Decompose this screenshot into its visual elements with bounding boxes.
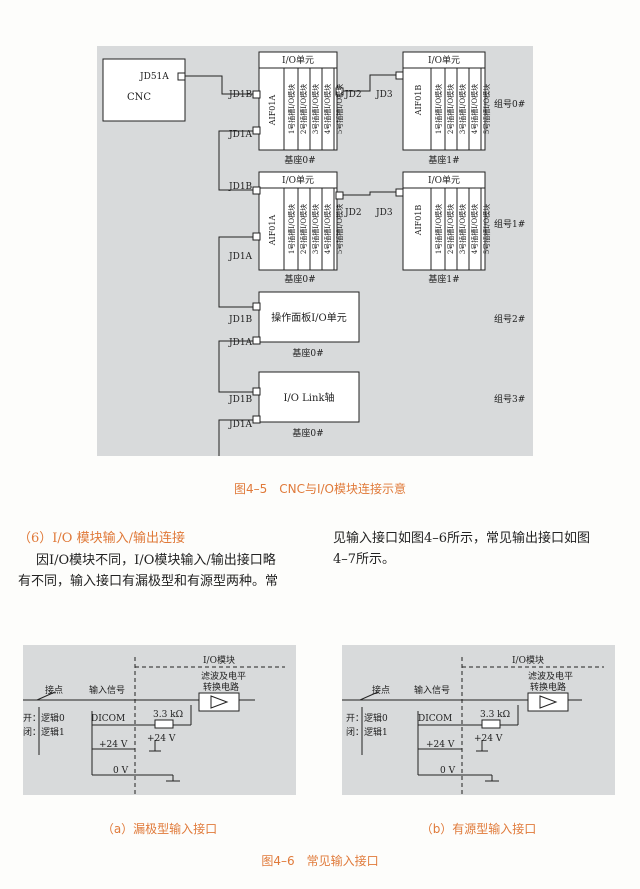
contact-label-b: 接点: [372, 684, 390, 696]
slot-4-g1b: 4号插槽I/O模块: [470, 204, 479, 254]
group-label-3: 组号3#: [494, 393, 525, 405]
figure-4-6b-caption: （b）有源型输入接口: [420, 822, 537, 836]
slot-2-g0b: 2号插槽I/O模块: [446, 84, 455, 134]
jd1a-label-g1: JD1A: [228, 252, 253, 262]
group-label-0: 组号0#: [494, 98, 525, 110]
aif01a-label-g1: AIF01A: [268, 215, 277, 247]
close-logic-b: 闭：逻辑1: [346, 726, 388, 738]
slot-3-g0b: 3号插槽I/O模块: [458, 84, 467, 134]
v0-label-a: 0 V: [113, 766, 129, 776]
slot-1-g1a: 1号插槽I/O模块: [287, 204, 296, 254]
jd1b-label-g1: JD1B: [228, 182, 253, 192]
io-unit-title-1b: I/O单元: [428, 174, 460, 186]
io-unit-title-1a: I/O单元: [282, 174, 314, 186]
group-label-1: 组号1#: [494, 218, 525, 230]
slot-2-g1a: 2号插槽I/O模块: [299, 204, 308, 254]
jd3-label-g0: JD3: [375, 90, 393, 100]
slot-5-g1b: 5号插槽I/O模块: [482, 204, 491, 254]
operator-panel-label: 操作面板I/O单元: [271, 311, 347, 324]
io-module-label-b: I/O模块: [512, 654, 544, 666]
v24-top-label-a: +24 V: [147, 734, 176, 744]
slot-2-g1b: 2号插槽I/O模块: [446, 204, 455, 254]
jd1b-label-g2: JD1B: [228, 315, 253, 325]
input-signal-label-a: 输入信号: [89, 684, 125, 696]
jd1b-label-g3: JD1B: [228, 395, 253, 405]
base-label-0-g1: 基座0#: [284, 273, 315, 285]
dicom-label-b: DICOM: [418, 714, 452, 724]
jd3-label-g1: JD3: [375, 208, 393, 218]
base-label-1-g0: 基座1#: [428, 154, 459, 166]
open-logic-a: 开：逻辑0: [23, 712, 65, 724]
cnc-label: CNC: [127, 92, 151, 103]
filter-line2-b: 转换电路: [530, 681, 566, 693]
section-heading: （6）I/O 模块输入/输出连接: [18, 531, 185, 546]
right-paragraph-line2: 4–7所示。: [333, 552, 396, 567]
slot-4-g0b: 4号插槽I/O模块: [470, 84, 479, 134]
resistor-label-a: 3.3 kΩ: [153, 710, 183, 720]
slot-5-g1a: 5号插槽I/O模块: [335, 204, 344, 254]
aif01a-label-g0: AIF01A: [268, 95, 277, 127]
v0-label-b: 0 V: [440, 766, 456, 776]
v24-top-label-b: +24 V: [474, 734, 503, 744]
slot-1-g0a: 1号插槽I/O模块: [287, 84, 296, 134]
figure-4-6b-circuit: I/O模块 滤波及电平 转换电路 接点 输入信号 开：逻辑0 闭：逻辑1 DIC…: [342, 654, 604, 795]
v24-label-a: +24 V: [99, 740, 128, 750]
open-logic-b: 开：逻辑0: [346, 712, 388, 724]
left-paragraph-line2: 有不同，输入接口有漏极型和有源型两种。常: [18, 574, 279, 589]
jd51a-label: JD51A: [139, 72, 169, 82]
slot-3-g1a: 3号插槽I/O模块: [311, 204, 320, 254]
jd1a-label-g0: JD1A: [228, 130, 253, 140]
io-module-label-a: I/O模块: [203, 654, 235, 666]
aif01b-label-g1: AIF01B: [414, 205, 423, 237]
input-signal-label-b: 输入信号: [414, 684, 450, 696]
filter-line1-b: 滤波及电平: [528, 670, 573, 682]
figure-4-6b-panel: [342, 645, 615, 795]
right-paragraph-line1: 见输入接口如图4–6所示，常见输出接口如图: [333, 531, 591, 546]
resistor-label-b: 3.3 kΩ: [480, 710, 510, 720]
figure-4-5-diagram: CNC JD51A I/O单元 I/O单元 I/O单元 I/O单元 JD1B J…: [102, 51, 525, 456]
iolink-axis-label: I/O Link轴: [283, 391, 334, 404]
slot-1-g0b: 1号插槽I/O模块: [434, 84, 443, 134]
base-label-0-g3: 基座0#: [292, 427, 323, 439]
left-paragraph-line1: 因I/O模块不同，I/O模块输入/输出接口略: [36, 553, 276, 568]
jd2-label-g0: JD2: [344, 90, 362, 100]
base-label-0-g0: 基座0#: [284, 154, 315, 166]
slot-5-g0b: 5号插槽I/O模块: [482, 84, 491, 134]
v24-label-b: +24 V: [426, 740, 455, 750]
contact-label-a: 接点: [45, 684, 63, 696]
base-label-0-g2: 基座0#: [292, 347, 323, 359]
dicom-label-a: DICOM: [91, 714, 125, 724]
jd1a-label-g2: JD1A: [228, 338, 253, 348]
filter-line1-a: 滤波及电平: [201, 670, 246, 682]
figure-4-6-caption: 图4–6 常见输入接口: [261, 854, 379, 868]
jd2-label-g1: JD2: [344, 208, 362, 218]
slot-4-g0a: 4号插槽I/O模块: [323, 84, 332, 134]
io-unit-title-0a: I/O单元: [282, 54, 314, 66]
slot-2-g0a: 2号插槽I/O模块: [299, 84, 308, 134]
jd1b-label-g0: JD1B: [228, 90, 253, 100]
base-label-1-g1: 基座1#: [428, 273, 459, 285]
aif01b-label-g0: AIF01B: [414, 85, 423, 117]
slot-1-g1b: 1号插槽I/O模块: [434, 204, 443, 254]
slot-5-g0a: 5号插槽I/O模块: [335, 84, 344, 134]
io-unit-title-0b: I/O单元: [428, 54, 460, 66]
group-label-2: 组号2#: [494, 313, 525, 325]
slot-3-g1b: 3号插槽I/O模块: [458, 204, 467, 254]
figure-4-6a-caption: （a）漏极型输入接口: [101, 822, 218, 836]
figure-4-6a-circuit: I/O模块 滤波及电平 转换电路 接点 输入信号 开：逻辑0 闭：逻辑1 DIC…: [23, 654, 285, 795]
slot-4-g1a: 4号插槽I/O模块: [323, 204, 332, 254]
figure-4-5-caption: 图4–5 CNC与I/O模块连接示意: [233, 482, 407, 496]
slot-3-g0a: 3号插槽I/O模块: [311, 84, 320, 134]
filter-line2-a: 转换电路: [203, 681, 239, 693]
close-logic-a: 闭：逻辑1: [23, 726, 65, 738]
jd1a-label-g3: JD1A: [228, 420, 253, 430]
